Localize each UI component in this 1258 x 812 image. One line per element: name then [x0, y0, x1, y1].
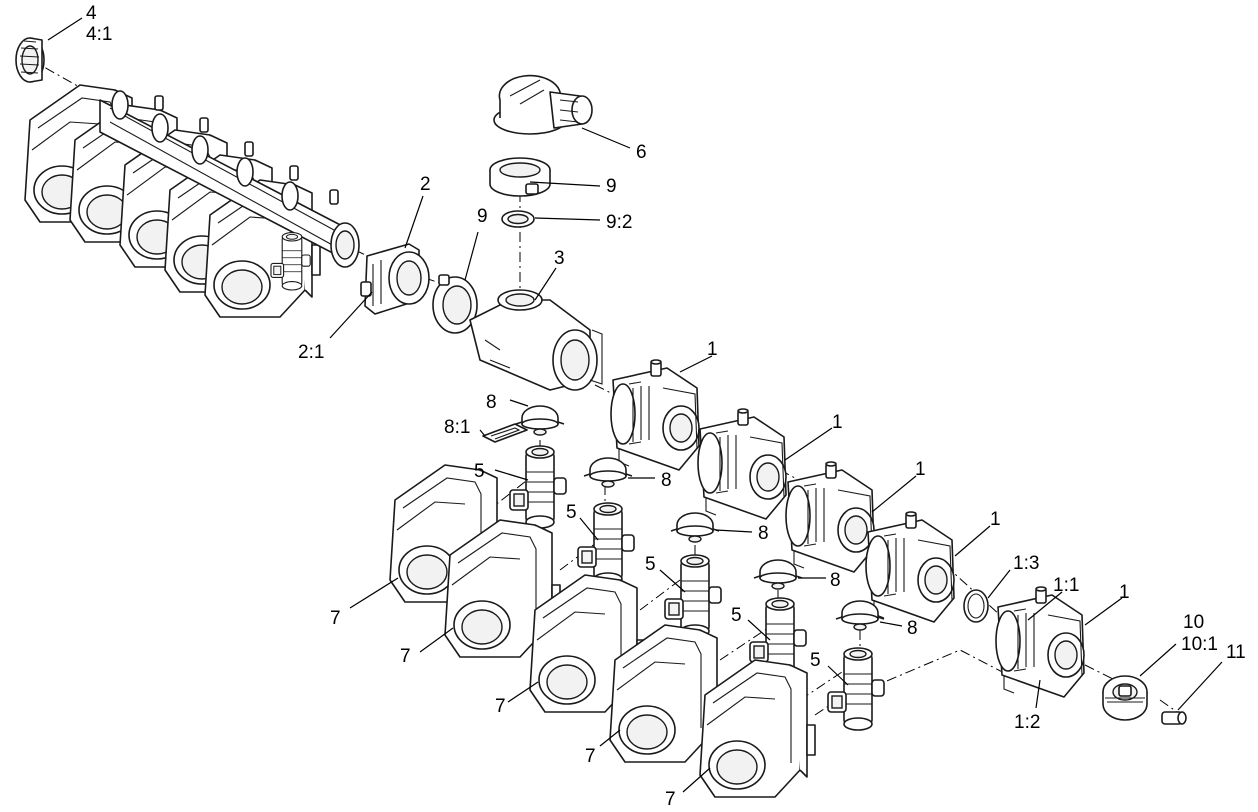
- part-6-elbow: [493, 74, 593, 135]
- part-5-valve-e: [827, 647, 885, 731]
- leader-line: [47, 17, 83, 41]
- leader-line: [599, 729, 621, 747]
- leader-line: [534, 217, 601, 221]
- part-5-valve-c: [664, 554, 722, 638]
- leader-line: [529, 181, 601, 187]
- part-9-2-seal: [501, 210, 535, 228]
- callout-8-d: 8: [830, 570, 841, 591]
- leader-line: [682, 767, 711, 793]
- callout-11: 11: [1226, 642, 1246, 663]
- part-3-tee-fitting: [469, 289, 603, 391]
- callout-1-b: 1: [832, 412, 843, 433]
- callout-1-3: 1:3: [1013, 553, 1039, 574]
- callout-4-1: 4:1: [86, 24, 112, 45]
- callout-2: 2: [420, 174, 431, 195]
- callout-8-a: 8: [486, 392, 497, 413]
- callout-5-d: 5: [731, 605, 742, 626]
- leader-line: [464, 231, 479, 281]
- part-9-ring-upper: [489, 157, 551, 197]
- callout-1-1: 1:1: [1053, 575, 1079, 596]
- leader-line: [1027, 591, 1063, 621]
- part-4-end-fitting: [15, 37, 45, 83]
- leader-line: [747, 619, 771, 641]
- part-8-cap-e: [835, 600, 885, 631]
- callout-9-lower: 9: [477, 206, 488, 227]
- callout-3: 3: [554, 248, 565, 269]
- part-1-section-c: [785, 461, 875, 573]
- leader-line: [494, 469, 529, 481]
- callout-5-a: 5: [474, 461, 485, 482]
- callout-10-1: 10:1: [1181, 634, 1218, 655]
- callout-1-c: 1: [915, 459, 926, 480]
- leader-line: [987, 569, 1011, 599]
- callout-5-c: 5: [645, 554, 656, 575]
- callout-6: 6: [636, 142, 647, 163]
- leader-line: [784, 427, 833, 461]
- part-9-clamp-ring: [432, 274, 478, 334]
- callout-9-2: 9:2: [606, 212, 632, 233]
- assembled-manifold: [24, 84, 360, 318]
- leader-line: [954, 525, 991, 557]
- callout-1-2: 1:2: [1014, 712, 1040, 733]
- leader-line: [879, 621, 903, 627]
- part-11-nipple: [1161, 711, 1187, 725]
- callout-1-e: 1: [1119, 582, 1130, 603]
- leader-line: [871, 475, 917, 513]
- callout-7-a: 7: [330, 608, 341, 629]
- leader-line: [1035, 679, 1041, 709]
- callout-10: 10: [1183, 612, 1204, 633]
- part-8-cap-c: [670, 512, 720, 543]
- callout-9-upper: 9: [606, 176, 617, 197]
- callout-7-c: 7: [495, 696, 506, 717]
- leader-line: [404, 195, 424, 249]
- leader-line: [715, 529, 753, 533]
- callout-8-b: 8: [661, 470, 672, 491]
- leader-line: [579, 517, 599, 541]
- part-1-3-o-ring: [963, 589, 989, 623]
- callout-7-e: 7: [665, 789, 676, 810]
- leader-line: [534, 267, 557, 301]
- leader-line: [507, 681, 539, 703]
- callout-8-c: 8: [758, 523, 769, 544]
- part-1-section-d: [865, 511, 955, 623]
- assembly-line: [469, 469, 861, 701]
- callout-7-d: 7: [585, 746, 596, 767]
- callout-4: 4: [86, 3, 97, 24]
- part-2-coupling: [360, 243, 430, 315]
- leader-line: [659, 569, 686, 593]
- leader-line: [349, 577, 399, 609]
- part-1-section-b: [697, 408, 787, 520]
- part-10-end-plug: [1102, 675, 1148, 721]
- leader-line: [419, 627, 454, 653]
- leader-line: [827, 665, 849, 686]
- part-1-section-a: [610, 359, 700, 471]
- leader-line: [509, 399, 529, 407]
- part-8-cap-b: [583, 457, 633, 488]
- callout-1-a: 1: [707, 339, 718, 360]
- callout-8-e: 8: [907, 618, 918, 639]
- leader-line: [479, 429, 486, 437]
- part-5-valve-b: [577, 502, 635, 586]
- callout-7-b: 7: [400, 646, 411, 667]
- leader-line: [1139, 643, 1177, 677]
- assembly-line: [814, 649, 1011, 716]
- callout-5-e: 5: [810, 650, 821, 671]
- leader-line: [679, 355, 713, 373]
- leader-line: [329, 291, 373, 339]
- callout-8-1: 8:1: [444, 417, 470, 438]
- part-8-1-clip: [482, 423, 528, 443]
- leader-line: [581, 127, 631, 149]
- callout-1-d: 1: [990, 509, 1001, 530]
- leader-line: [1084, 597, 1123, 626]
- callout-5-b: 5: [566, 502, 577, 523]
- leader-line: [1177, 661, 1223, 711]
- callout-2-1: 2:1: [298, 342, 324, 363]
